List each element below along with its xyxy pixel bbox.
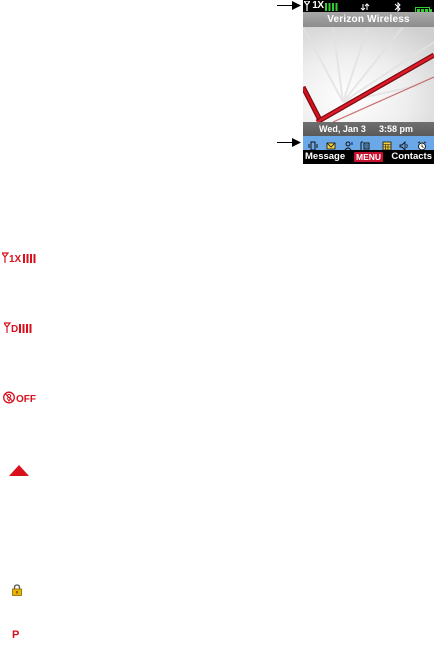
digital-signal-icon: D [2, 321, 34, 339]
svg-text:1X: 1X [9, 254, 22, 264]
status-bar: 1X [302, 0, 434, 15]
calendar-icon [382, 138, 392, 151]
phone-screen: 1X Verizon Wireless [302, 0, 434, 164]
location-off-icon: OFF [3, 391, 39, 409]
antenna-icon [302, 0, 312, 11]
speaker-volume-icon [399, 138, 409, 152]
notification-icon-bar [303, 136, 434, 152]
message-envelope-icon [326, 138, 336, 150]
menu-soft-key[interactable]: MENU [354, 152, 384, 162]
1x-signal-icon: 1X [0, 251, 38, 269]
privacy-p-icon: P [12, 625, 19, 643]
bluetooth-icon [394, 0, 402, 13]
tty-icon [360, 138, 370, 150]
network-type-label: 1X [312, 0, 324, 11]
time-label: 3:58 pm [379, 124, 414, 134]
voicemail-icon [344, 138, 354, 151]
data-transfer-icon [360, 0, 370, 12]
network-indicator: 1X [302, 0, 339, 15]
pointer-arrow-status [277, 1, 301, 10]
contacts-soft-key[interactable]: Contacts [391, 151, 432, 162]
date-label: Wed, Jan 3 [319, 124, 366, 134]
signal-bars-icon [324, 0, 339, 15]
svg-text:D: D [11, 324, 18, 334]
soft-key-bar: Message MENU Contacts [303, 150, 434, 164]
message-soft-key[interactable]: Message [305, 151, 346, 162]
vibrate-icon [308, 138, 318, 151]
wallpaper-image [303, 27, 434, 122]
privacy-p-label: P [12, 629, 20, 641]
battery-full-icon [415, 2, 432, 15]
roaming-triangle-icon [9, 463, 29, 481]
date-time-bar: Wed, Jan 3 3:58 pm [303, 122, 434, 136]
alarm-clock-icon [417, 138, 427, 151]
lock-icon [11, 583, 23, 601]
carrier-banner: Verizon Wireless [303, 12, 434, 27]
svg-text:OFF: OFF [16, 394, 36, 404]
pointer-arrow-iconbar [277, 138, 301, 147]
